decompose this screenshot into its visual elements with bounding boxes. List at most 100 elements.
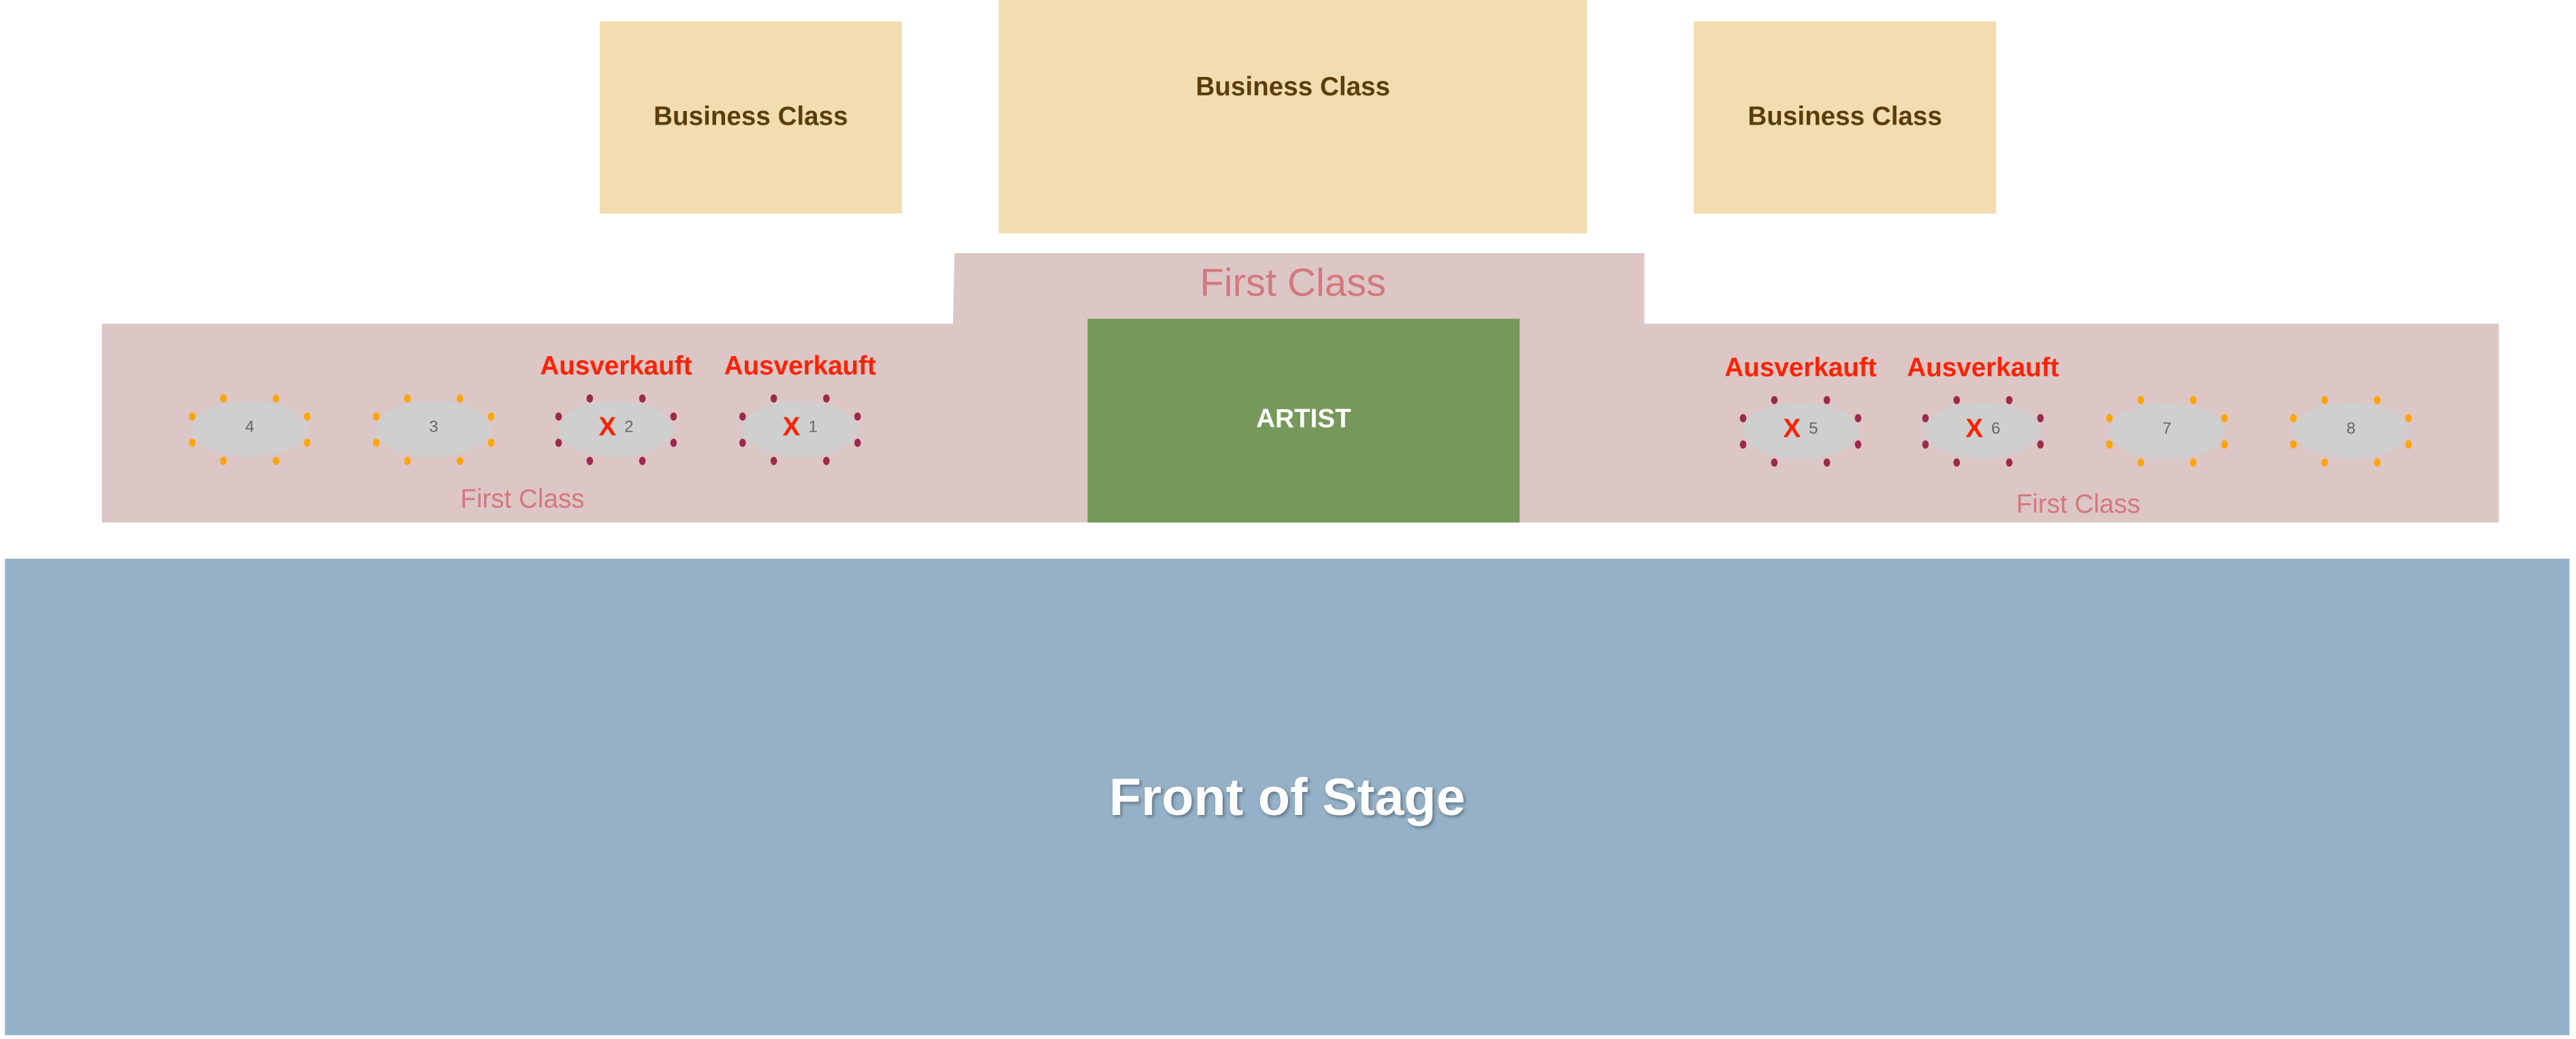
seat[interactable] xyxy=(304,438,311,447)
seat[interactable] xyxy=(854,411,861,420)
seat[interactable] xyxy=(487,411,495,420)
seat[interactable] xyxy=(854,438,861,447)
table-number: 5 xyxy=(1809,420,1818,439)
seat[interactable] xyxy=(2137,395,2144,404)
seat[interactable] xyxy=(2106,413,2113,422)
seat[interactable] xyxy=(639,455,646,464)
seat[interactable] xyxy=(2006,458,2013,466)
seat[interactable] xyxy=(372,438,380,447)
seat[interactable] xyxy=(1771,395,1778,404)
seat[interactable] xyxy=(2189,395,2197,404)
seat[interactable] xyxy=(1854,413,1862,422)
business-class-left[interactable]: Business Class xyxy=(599,21,902,214)
sold-x-icon: X xyxy=(598,414,617,443)
seat[interactable] xyxy=(1771,458,1778,466)
front-of-stage-area[interactable]: Front of Stage xyxy=(5,558,2570,1036)
seat[interactable] xyxy=(1739,439,1747,448)
table-number: 6 xyxy=(1991,420,2001,439)
seat[interactable] xyxy=(586,393,594,402)
seat[interactable] xyxy=(555,438,562,447)
sold-x-icon: X xyxy=(1783,415,1801,444)
seat[interactable] xyxy=(1922,439,1929,448)
seat[interactable] xyxy=(2374,395,2381,404)
seat[interactable] xyxy=(272,455,280,464)
table-number: 8 xyxy=(2346,420,2356,439)
seat[interactable] xyxy=(220,393,227,402)
seat[interactable] xyxy=(770,455,777,464)
artist-label: ARTIST xyxy=(1256,406,1351,434)
seat[interactable] xyxy=(2405,439,2412,448)
sold-out-label: Ausverkauft xyxy=(724,353,876,381)
seat[interactable] xyxy=(2037,413,2044,422)
seat[interactable] xyxy=(670,411,677,420)
seat[interactable] xyxy=(2290,413,2297,422)
seat[interactable] xyxy=(739,438,746,447)
front-of-stage-label: Front of Stage xyxy=(1109,766,1466,826)
seat[interactable] xyxy=(1953,458,1961,466)
seat[interactable] xyxy=(1823,458,1831,466)
first-class-top-area[interactable] xyxy=(952,253,1645,329)
table-3[interactable]: 3 xyxy=(376,400,492,457)
seat[interactable] xyxy=(586,455,594,464)
seat[interactable] xyxy=(2374,458,2381,466)
business-class-label: Business Class xyxy=(1195,74,1390,102)
seat[interactable] xyxy=(2006,395,2013,404)
business-class-center[interactable]: Business Class xyxy=(999,0,1588,234)
table-number: 4 xyxy=(245,419,255,437)
seat[interactable] xyxy=(2321,458,2328,466)
table-number: 1 xyxy=(808,419,818,437)
first-class-left-label: First Class xyxy=(460,486,585,515)
seat[interactable] xyxy=(404,455,411,464)
seat[interactable] xyxy=(770,393,777,402)
seat[interactable] xyxy=(639,393,646,402)
seat[interactable] xyxy=(304,411,311,420)
first-class-top-label: First Class xyxy=(1200,261,1387,306)
seat[interactable] xyxy=(823,393,830,402)
seat[interactable] xyxy=(2405,413,2412,422)
table-number: 2 xyxy=(624,419,634,437)
seat[interactable] xyxy=(555,411,562,420)
table-number: 3 xyxy=(429,419,438,437)
seat[interactable] xyxy=(2037,439,2044,448)
seat[interactable] xyxy=(1922,413,1929,422)
seat[interactable] xyxy=(1953,395,1961,404)
table-8[interactable]: 8 xyxy=(2293,402,2409,459)
seat[interactable] xyxy=(220,455,227,464)
seat[interactable] xyxy=(456,393,464,402)
seat[interactable] xyxy=(1854,439,1862,448)
seat[interactable] xyxy=(189,411,196,420)
sold-out-label: Ausverkauft xyxy=(1724,355,1877,383)
artist-stage: ARTIST xyxy=(1087,319,1520,523)
seat[interactable] xyxy=(404,393,411,402)
table-4[interactable]: 4 xyxy=(192,400,308,457)
seat[interactable] xyxy=(456,455,464,464)
seat[interactable] xyxy=(2221,413,2228,422)
seat[interactable] xyxy=(739,411,746,420)
seat[interactable] xyxy=(2290,439,2297,448)
seat[interactable] xyxy=(372,411,380,420)
seat[interactable] xyxy=(2137,458,2144,466)
sold-x-icon: X xyxy=(1965,415,1983,444)
first-class-right-label: First Class xyxy=(2016,491,2141,520)
business-class-right[interactable]: Business Class xyxy=(1694,21,1997,214)
seat[interactable] xyxy=(2221,439,2228,448)
seat[interactable] xyxy=(272,393,280,402)
sold-out-label: Ausverkauft xyxy=(1907,355,2059,383)
seat[interactable] xyxy=(189,438,196,447)
seat[interactable] xyxy=(2106,439,2113,448)
table-number: 7 xyxy=(2162,420,2172,439)
sold-out-label: Ausverkauft xyxy=(540,353,692,381)
seat[interactable] xyxy=(2321,395,2328,404)
seat[interactable] xyxy=(1823,395,1831,404)
seat[interactable] xyxy=(487,438,495,447)
seat[interactable] xyxy=(2189,458,2197,466)
seat[interactable] xyxy=(670,438,677,447)
table-7[interactable]: 7 xyxy=(2109,402,2225,459)
seat[interactable] xyxy=(1739,413,1747,422)
seat[interactable] xyxy=(823,455,830,464)
